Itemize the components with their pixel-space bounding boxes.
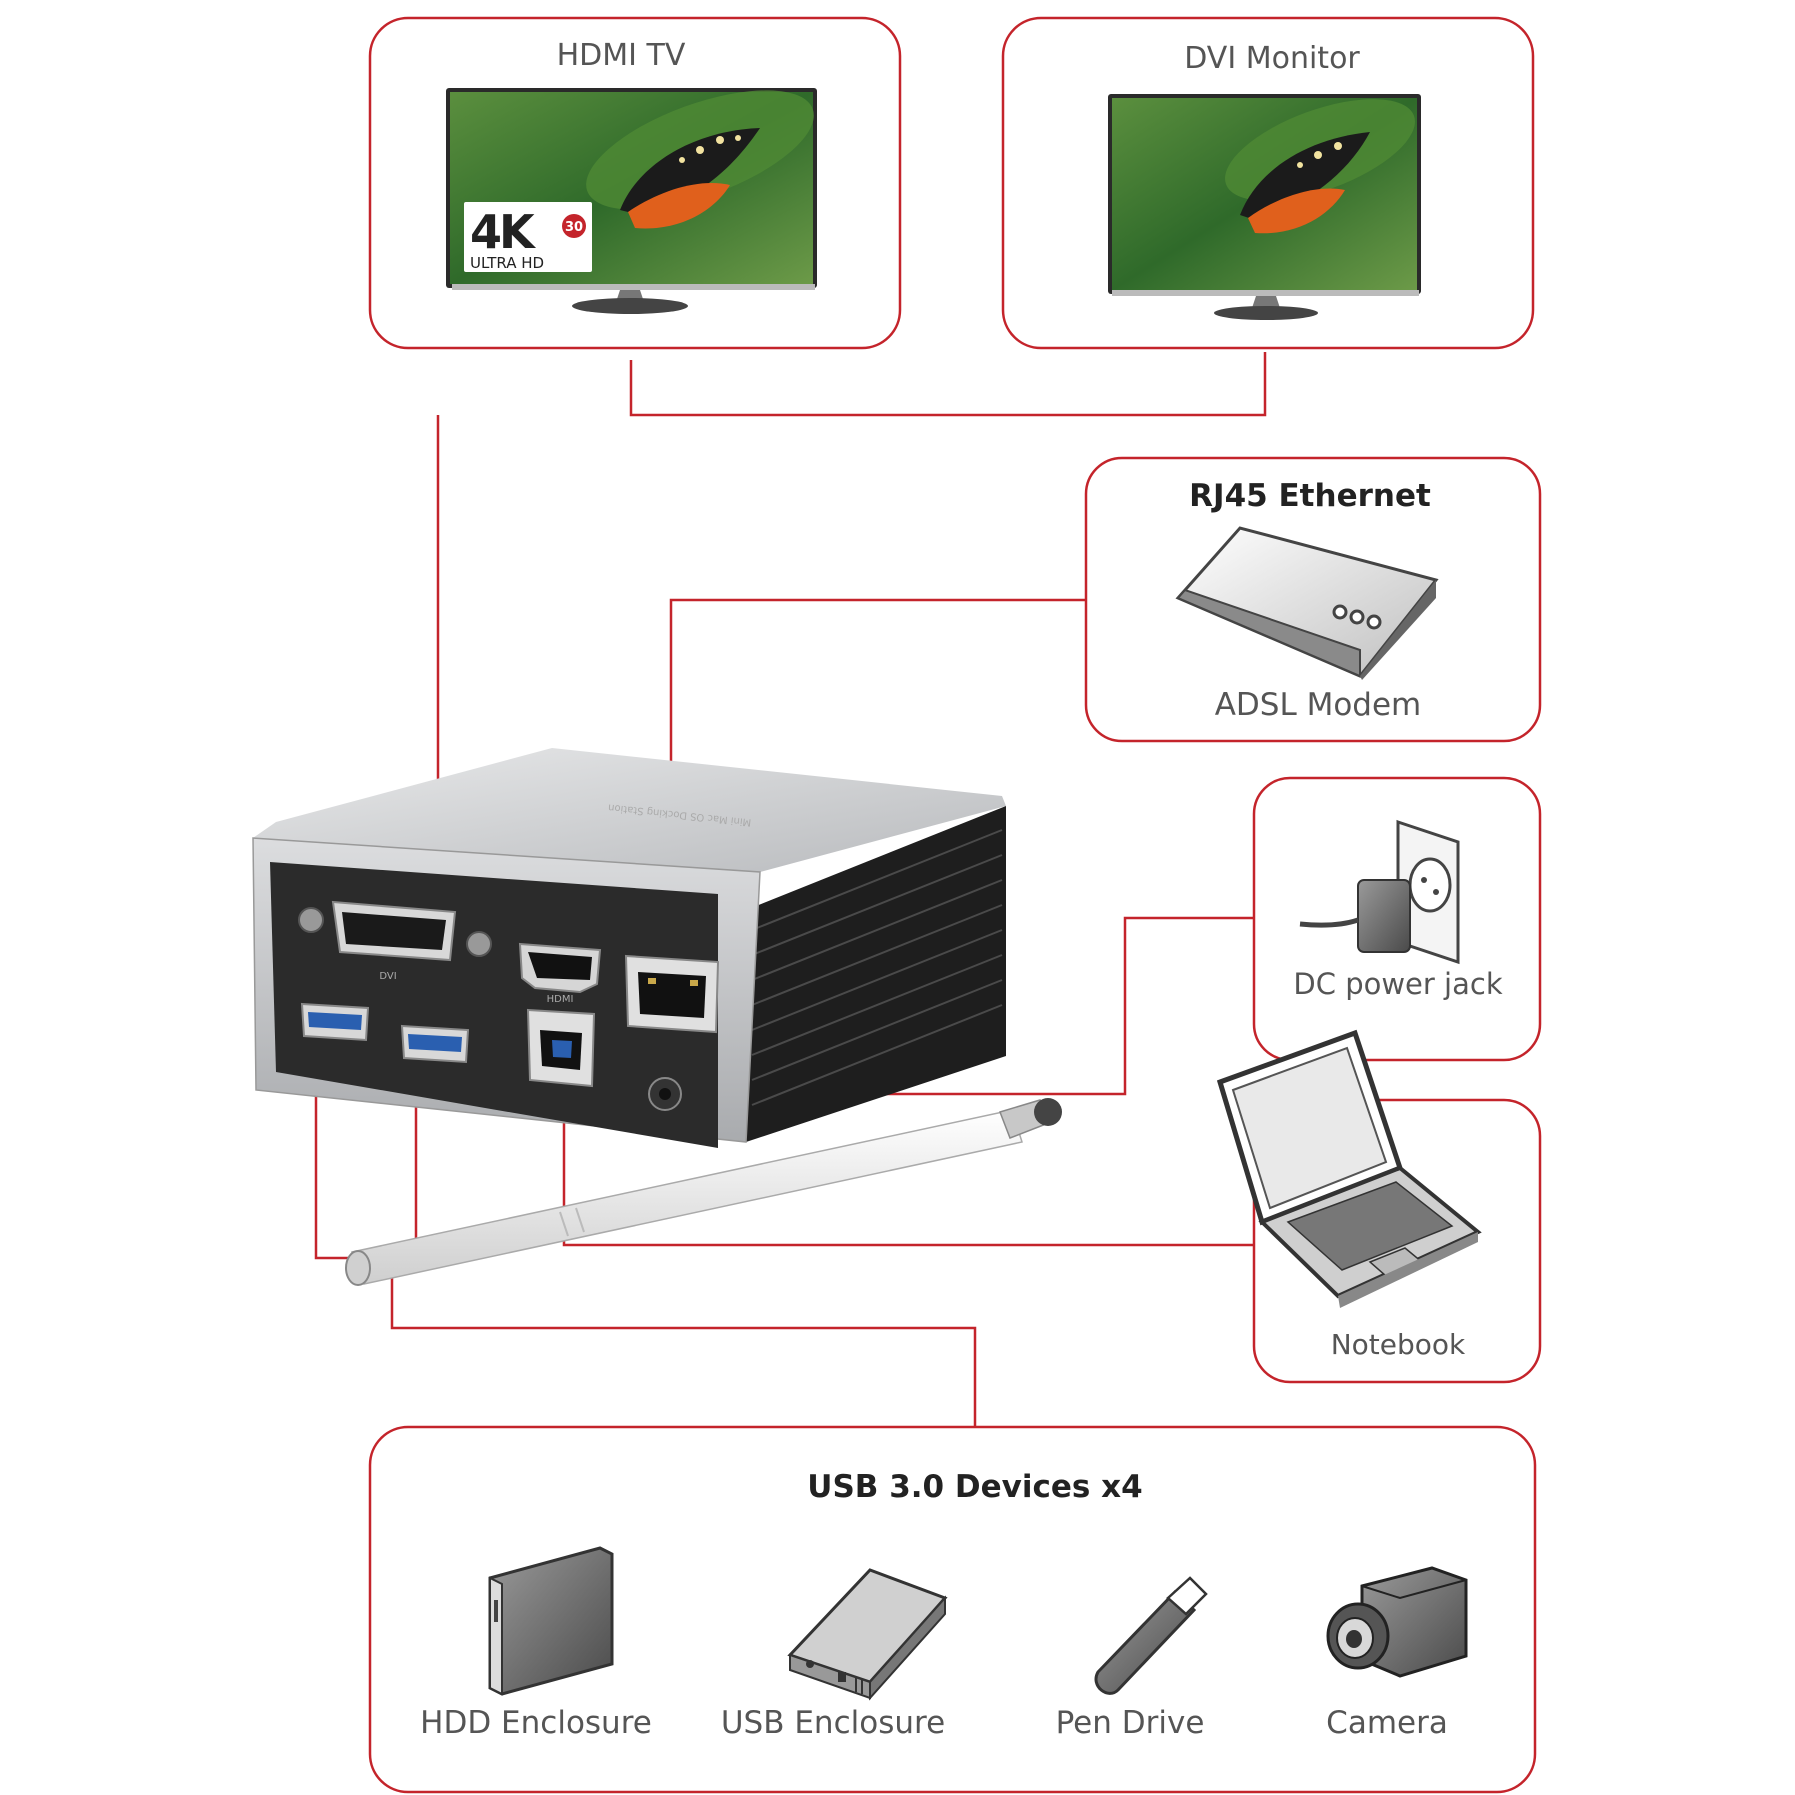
usb-item-1-label: USB Enclosure (721, 1705, 945, 1741)
laptop-icon (1216, 1029, 1482, 1308)
dvi-port-label: DVI (379, 971, 396, 982)
ethernet-title: RJ45 Ethernet (1189, 478, 1431, 514)
usb-enclosure-icon (787, 1568, 948, 1701)
dvi-port[interactable]: DVI (298, 900, 492, 982)
camera-icon (1326, 1566, 1468, 1678)
pen-drive-icon (1094, 1576, 1208, 1695)
hdmi-tv-box: HDMI TV 4K 30 ULTRA HD (368, 16, 902, 350)
dock-side (746, 806, 1006, 1142)
4k-badge-main: 4K (470, 205, 537, 259)
usb-item-3-label: Camera (1326, 1705, 1448, 1741)
4k-badge-sup: 30 (565, 220, 583, 235)
dock-top (253, 748, 1006, 872)
usb-devices-box: USB 3.0 Devices x4 HDD Enclosure USB Enc… (368, 1425, 1537, 1794)
usb-b-port[interactable] (526, 1008, 596, 1088)
usb-devices-frame (368, 1425, 1537, 1794)
monitor-icon (1108, 94, 1421, 320)
connector-power (672, 916, 1254, 1096)
dc-port[interactable] (648, 1077, 682, 1111)
4k-badge-sub: ULTRA HD (470, 254, 544, 272)
hdd-icon (488, 1546, 614, 1696)
butterfly-icon (620, 128, 760, 229)
notebook-label: Notebook (1331, 1328, 1466, 1361)
connector-displays (629, 352, 1267, 417)
power-box: DC power jack (1252, 776, 1542, 1062)
4k-badge: 4K 30 ULTRA HD (464, 202, 592, 272)
modem-icon (1175, 526, 1439, 680)
ethernet-box: RJ45 Ethernet ADSL Modem (1084, 456, 1542, 743)
usb-item-2-label: Pen Drive (1056, 1705, 1205, 1741)
dvi-monitor-label: DVI Monitor (1184, 41, 1360, 76)
hdmi-tv-label: HDMI TV (557, 38, 686, 73)
docking-station: Mini Mac OS Docking Station DVI HDMI (252, 748, 1006, 1148)
hdmi-port-label: HDMI (547, 994, 574, 1005)
usb-item-0-label: HDD Enclosure (420, 1705, 652, 1741)
modem-label: ADSL Modem (1215, 687, 1422, 723)
butterfly-icon (1240, 132, 1370, 234)
tv-icon (446, 88, 817, 314)
usb-port-2[interactable] (400, 1024, 470, 1064)
connector-usb-devices (390, 1258, 977, 1427)
power-label: DC power jack (1293, 967, 1502, 1001)
hdmi-port[interactable]: HDMI (518, 942, 602, 1005)
power-plug-icon (1299, 819, 1460, 965)
usb-port-1[interactable] (300, 1002, 370, 1042)
stylus-pen-icon (345, 1098, 1062, 1286)
rj45-port[interactable] (624, 954, 720, 1034)
usb-devices-title: USB 3.0 Devices x4 (807, 1469, 1142, 1505)
dvi-monitor-box: DVI Monitor (1001, 16, 1535, 350)
notebook-box: Notebook (1216, 1029, 1542, 1384)
